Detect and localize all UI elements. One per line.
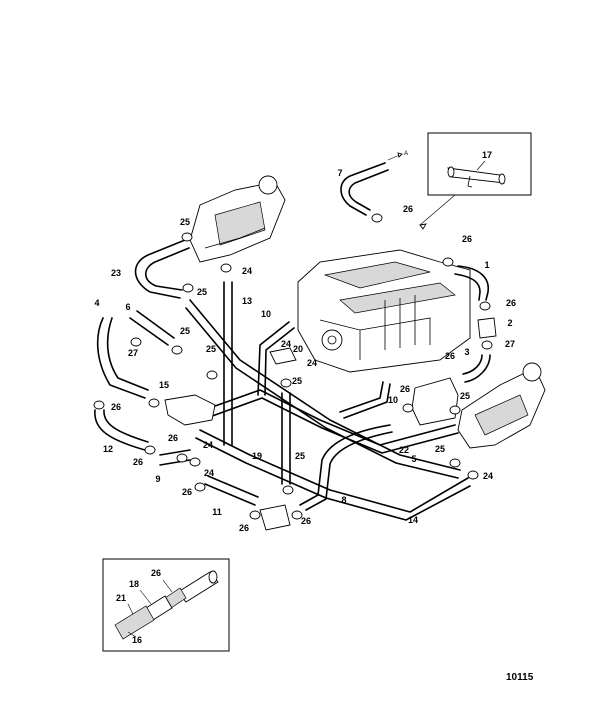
- callout-20: 20: [293, 344, 303, 354]
- callout-21: 21: [116, 593, 126, 603]
- callout-23: 23: [111, 268, 121, 278]
- callout-22: 22: [399, 445, 409, 455]
- callout-25: 25: [460, 391, 470, 401]
- callout-24: 24: [307, 358, 317, 368]
- callout-26: 26: [151, 568, 161, 578]
- callout-14: 14: [408, 515, 418, 525]
- callout-26: 26: [445, 351, 455, 361]
- callout-4: 4: [94, 298, 99, 308]
- callout-7: 7: [337, 168, 342, 178]
- inset-box-top: [427, 132, 532, 196]
- callout-24: 24: [204, 468, 214, 478]
- callout-24: 24: [203, 440, 213, 450]
- callout-3: 3: [464, 347, 469, 357]
- bracket-right: [411, 377, 459, 426]
- callout-25: 25: [292, 376, 302, 386]
- engine-block: [297, 249, 471, 373]
- inset-box-bottom: [102, 558, 230, 652]
- callout-2: 2: [507, 318, 512, 328]
- inset-pointer-arrowhead: [419, 223, 427, 230]
- callout-17: 17: [482, 150, 492, 160]
- clamps: [93, 213, 493, 520]
- callout-1: 1: [484, 260, 489, 270]
- callout-24: 24: [281, 339, 291, 349]
- callout-11: 11: [212, 507, 222, 517]
- inset-pointer-line: [419, 194, 456, 226]
- callout-15: 15: [159, 380, 169, 390]
- callout-26: 26: [400, 384, 410, 394]
- callout-6: 6: [125, 302, 130, 312]
- pipe-17: [447, 167, 505, 184]
- callout-5: 5: [411, 454, 416, 464]
- callout-27: 27: [128, 348, 138, 358]
- hoses: [94, 162, 497, 531]
- callout-12: 12: [103, 444, 113, 454]
- callout-26: 26: [239, 523, 249, 533]
- callout-10: 10: [388, 395, 398, 405]
- arrow-a-label: A: [404, 151, 408, 157]
- figure-number: 10115: [506, 672, 534, 683]
- arrow-a-head: [397, 152, 403, 158]
- callout-26: 26: [462, 234, 472, 244]
- callout-25: 25: [197, 287, 207, 297]
- callout-25: 25: [180, 326, 190, 336]
- callout-25: 25: [295, 451, 305, 461]
- callout-26: 26: [182, 487, 192, 497]
- callout-25: 25: [206, 344, 216, 354]
- callout-19: 19: [252, 451, 262, 461]
- callout-26: 26: [133, 457, 143, 467]
- callout-26: 26: [111, 402, 121, 412]
- callout-25: 25: [180, 217, 190, 227]
- callout-18: 18: [129, 579, 139, 589]
- callout-24: 24: [483, 471, 493, 481]
- callout-27: 27: [505, 339, 515, 349]
- callout-26: 26: [168, 433, 178, 443]
- exhaust-manifold-left: [189, 175, 286, 263]
- callout-26: 26: [403, 204, 413, 214]
- callout-24: 24: [242, 266, 252, 276]
- callout-8: 8: [341, 495, 346, 505]
- callout-13: 13: [242, 296, 252, 306]
- exhaust-manifold-right: [457, 362, 546, 449]
- callout-26: 26: [301, 516, 311, 526]
- callout-9: 9: [155, 474, 160, 484]
- callout-10: 10: [261, 309, 271, 319]
- callout-16: 16: [132, 635, 142, 645]
- callout-26: 26: [506, 298, 516, 308]
- callout-25: 25: [435, 444, 445, 454]
